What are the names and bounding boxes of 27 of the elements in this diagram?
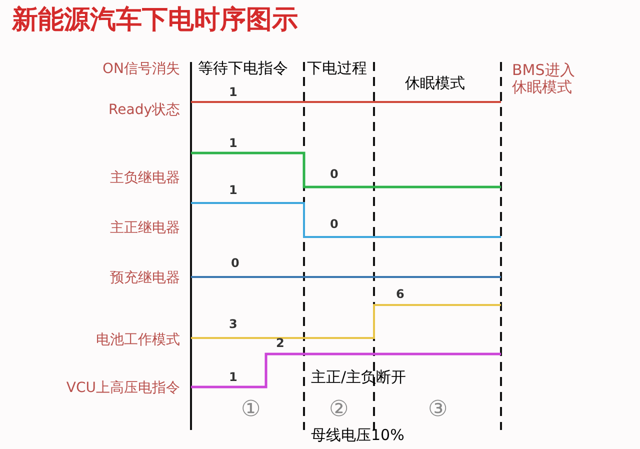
- annotation-text: 主正/主负断开: [311, 369, 406, 386]
- signal-value: 2: [276, 337, 284, 350]
- diagram-title: 新能源汽车下电时序图示: [12, 6, 298, 35]
- signal-value: 0: [231, 257, 240, 270]
- phase-number: ①: [241, 398, 261, 422]
- phase-label: 下电过程: [307, 60, 367, 76]
- signal-value: 3: [229, 318, 238, 332]
- signal-name: Ready状态: [108, 103, 180, 118]
- signal-value: 0: [330, 168, 338, 182]
- signal-name: 主正继电器: [110, 221, 180, 236]
- signal-value: 1: [229, 137, 238, 150]
- signal-name: 预充继电器: [110, 271, 180, 286]
- signal-value: 1: [229, 86, 238, 100]
- signal-value: 1: [229, 371, 238, 384]
- phase-label: 休眠模式: [405, 75, 465, 92]
- phase-label: 等待下电指令: [198, 60, 288, 76]
- signal-value: 1: [229, 184, 238, 198]
- signal-name: 主负继电器: [110, 171, 180, 186]
- signal-value: 0: [330, 218, 338, 232]
- signal-name: VCU上高压电指令: [66, 381, 180, 396]
- phase-number: ③: [428, 398, 448, 422]
- annotation-text: 母线电压10%: [311, 427, 404, 444]
- signal-value: 6: [396, 288, 404, 302]
- signal-name: ON信号消失: [102, 62, 180, 78]
- phase-number: ②: [329, 398, 349, 422]
- phase-label: BMS进入休眠模式: [512, 62, 576, 95]
- signal-name: 电池工作模式: [96, 333, 180, 348]
